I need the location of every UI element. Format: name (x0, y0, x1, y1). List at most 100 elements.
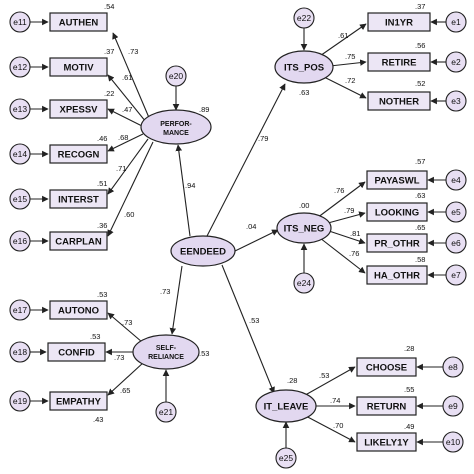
svg-text:e15: e15 (13, 194, 27, 204)
latent-eendeed: EENDEED (170, 235, 236, 267)
r2-autono: .53 (97, 290, 107, 299)
svg-text:LOOKING: LOOKING (375, 208, 419, 219)
svg-text:e3: e3 (451, 96, 461, 106)
svg-text:e16: e16 (13, 236, 27, 246)
latent-its-neg-label: ITS_NEG (284, 224, 325, 235)
disturbance-e22: e22 (293, 7, 315, 29)
error-e13: e13 (9, 98, 31, 120)
loading-label-empathy: .65 (120, 386, 130, 395)
indicator-confid: CONFID (47, 342, 106, 362)
r2-choose: .28 (404, 344, 414, 353)
disturbance-e21: e21 (155, 401, 177, 423)
disturbance-e20: e20 (165, 65, 187, 87)
indicator-autono: AUTONO (49, 300, 108, 320)
indicator-nother: NOTHER (367, 91, 431, 111)
loading-label-ha-othr: .76 (349, 249, 359, 258)
path-label-its-neg: .04 (246, 222, 256, 231)
latent-performance: PERFOR- MANCE (140, 109, 212, 145)
latent-performance-label-2: MANCE (163, 130, 189, 137)
svg-text:HA_OTHR: HA_OTHR (374, 271, 420, 282)
r2-self-reliance: .53 (199, 349, 209, 358)
loading-looking (327, 211, 366, 224)
loading-choose (299, 366, 356, 399)
latent-self-reliance-label-2: RELIANCE (148, 354, 184, 361)
loading-label-return: .74 (330, 396, 340, 405)
path-eendeed-performance (175, 144, 191, 237)
indicator-carplan: CARPLAN (49, 231, 108, 251)
error-e7: e7 (445, 264, 467, 286)
r2-performance: .89 (199, 105, 209, 114)
svg-text:e13: e13 (13, 104, 27, 114)
path-eendeed-it-leave (221, 264, 275, 394)
indicator-pr-othr: PR_OTHR (366, 233, 428, 253)
svg-text:e25: e25 (279, 453, 293, 463)
svg-text:e9: e9 (448, 401, 458, 411)
svg-text:XPESSV: XPESSV (59, 105, 98, 116)
svg-text:e2: e2 (451, 57, 461, 67)
loading-nother (319, 74, 367, 99)
path-label-self-reliance: .73 (160, 287, 170, 296)
latent-self-reliance-label-1: SELF- (156, 345, 177, 352)
loading-recogn (107, 133, 144, 152)
path-eendeed-its-neg (234, 229, 279, 252)
error-e2: e2 (445, 51, 467, 73)
loading-authen (112, 32, 151, 121)
svg-text:e10: e10 (446, 437, 460, 447)
loading-pr-othr (328, 230, 366, 245)
r2-likely1y: .49 (404, 422, 414, 431)
loading-label-looking: .79 (344, 206, 354, 215)
loading-label-in1yr: .61 (338, 31, 348, 40)
svg-text:MOTIV: MOTIV (63, 63, 94, 74)
svg-text:AUTHEN: AUTHEN (59, 18, 99, 29)
svg-text:CHOOSE: CHOOSE (366, 363, 407, 374)
r2-recogn: .46 (97, 134, 107, 143)
r2-authen: .54 (104, 2, 114, 11)
r2-nother: .52 (415, 79, 425, 88)
indicator-choose: CHOOSE (356, 357, 417, 377)
error-e5: e5 (445, 201, 467, 223)
r2-it-leave: .28 (287, 376, 297, 385)
path-label-its-pos: .79 (258, 134, 268, 143)
loading-interst (107, 138, 149, 195)
error-e14: e14 (9, 143, 31, 165)
latent-it-leave-label: IT_LEAVE (264, 402, 309, 413)
indicator-looking: LOOKING (366, 202, 428, 222)
loading-xpessv (107, 108, 145, 128)
loading-label-choose: .53 (319, 371, 329, 380)
error-e4: e4 (445, 169, 467, 191)
indicator-payaswl: PAYASWL (366, 170, 428, 190)
r2-return: .55 (404, 385, 414, 394)
svg-text:CONFID: CONFID (58, 348, 95, 359)
error-e3: e3 (445, 90, 467, 112)
svg-text:e18: e18 (13, 347, 27, 357)
svg-text:EMPATHY: EMPATHY (56, 397, 102, 408)
error-e19: e19 (9, 390, 31, 412)
loading-label-authen: .73 (128, 47, 138, 56)
r2-its-pos: .63 (299, 88, 309, 97)
edges (30, 18, 446, 448)
svg-text:e8: e8 (448, 362, 458, 372)
error-e18: e18 (9, 341, 31, 363)
loading-label-carplan: .60 (124, 210, 134, 219)
indicator-ha-othr: HA_OTHR (366, 265, 428, 285)
loading-in1yr (316, 23, 367, 59)
error-e10: e10 (442, 431, 464, 453)
svg-text:e19: e19 (13, 396, 27, 406)
svg-text:e14: e14 (13, 149, 27, 159)
loading-likely1y (301, 413, 356, 443)
r2-its-neg: .00 (299, 201, 309, 210)
error-e16: e16 (9, 230, 31, 252)
loading-label-retire: .75 (345, 52, 355, 61)
svg-text:e21: e21 (159, 407, 173, 417)
coefficients: .54 .37 .22 .46 .51 .36 .53 .53 .43 .37 … (90, 2, 425, 431)
error-e11: e11 (9, 11, 31, 33)
indicator-interst: INTERST (49, 189, 108, 209)
r2-motiv: .37 (104, 47, 114, 56)
loading-label-interst: .71 (116, 164, 126, 173)
svg-text:e11: e11 (13, 17, 27, 27)
svg-text:CARPLAN: CARPLAN (55, 237, 102, 248)
indicator-return: RETURN (356, 396, 417, 416)
error-e12: e12 (9, 56, 31, 78)
